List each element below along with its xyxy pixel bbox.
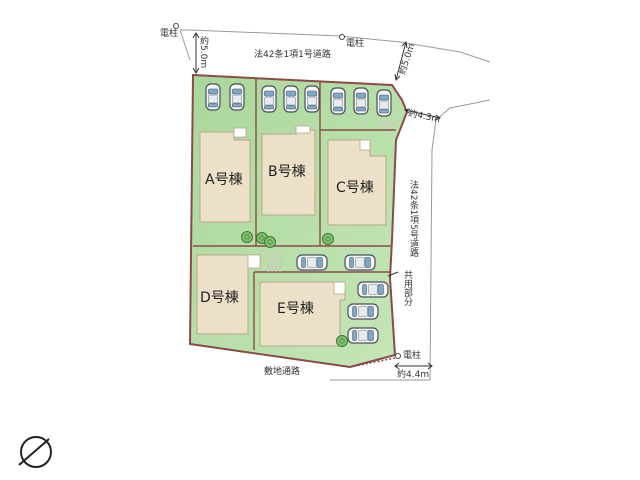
car-icon xyxy=(347,303,379,320)
north-arrow-icon xyxy=(18,436,52,468)
car-icon xyxy=(261,85,277,113)
dimension-arrows xyxy=(192,32,442,370)
car-icon xyxy=(229,83,245,111)
road-south-label: 敷地通路 xyxy=(264,367,301,377)
road-east-label: 法42条1項5号道路 xyxy=(408,180,418,257)
car-icon xyxy=(344,254,376,271)
utility-poles xyxy=(173,23,401,359)
utility-pole-icon xyxy=(173,23,179,29)
width-west-label: 約5.0m xyxy=(198,36,208,69)
lot-e-label: E号棟 xyxy=(277,301,314,317)
pole-n-label: 電柱 xyxy=(346,39,365,49)
utility-pole-icon xyxy=(339,34,345,40)
tree-icon xyxy=(322,233,334,245)
lot-b-label: B号棟 xyxy=(268,164,306,180)
tree-icon xyxy=(241,231,253,243)
car-icon xyxy=(376,89,392,117)
tree-icon xyxy=(336,335,348,347)
car-icon xyxy=(347,327,379,344)
car-icon xyxy=(296,254,328,271)
car-icon xyxy=(304,85,320,113)
width-south-label: 約4.4m xyxy=(397,370,430,380)
car-icon xyxy=(205,83,221,111)
road-lines xyxy=(179,29,491,381)
road-north-label: 法42条1項1号道路 xyxy=(254,50,331,60)
car-icon xyxy=(353,87,369,115)
car-icon xyxy=(283,85,299,113)
pole-se-label: 電柱 xyxy=(403,351,422,361)
tree-icon xyxy=(264,236,276,248)
pole-nw-label: 電柱 xyxy=(160,29,179,39)
house-b xyxy=(261,129,316,216)
lot-boundaries xyxy=(193,78,396,350)
utility-pole-icon xyxy=(395,353,401,359)
lot-c-label: C号棟 xyxy=(336,180,374,196)
lot-d-label: D号棟 xyxy=(200,290,239,306)
shared-part-arrow xyxy=(387,271,399,277)
shared-passage xyxy=(267,122,396,272)
lot-a-label: A号棟 xyxy=(205,172,243,188)
car-icon xyxy=(357,281,389,298)
car-icon xyxy=(330,87,346,115)
shared-part-label: 共用部分 xyxy=(402,270,412,306)
